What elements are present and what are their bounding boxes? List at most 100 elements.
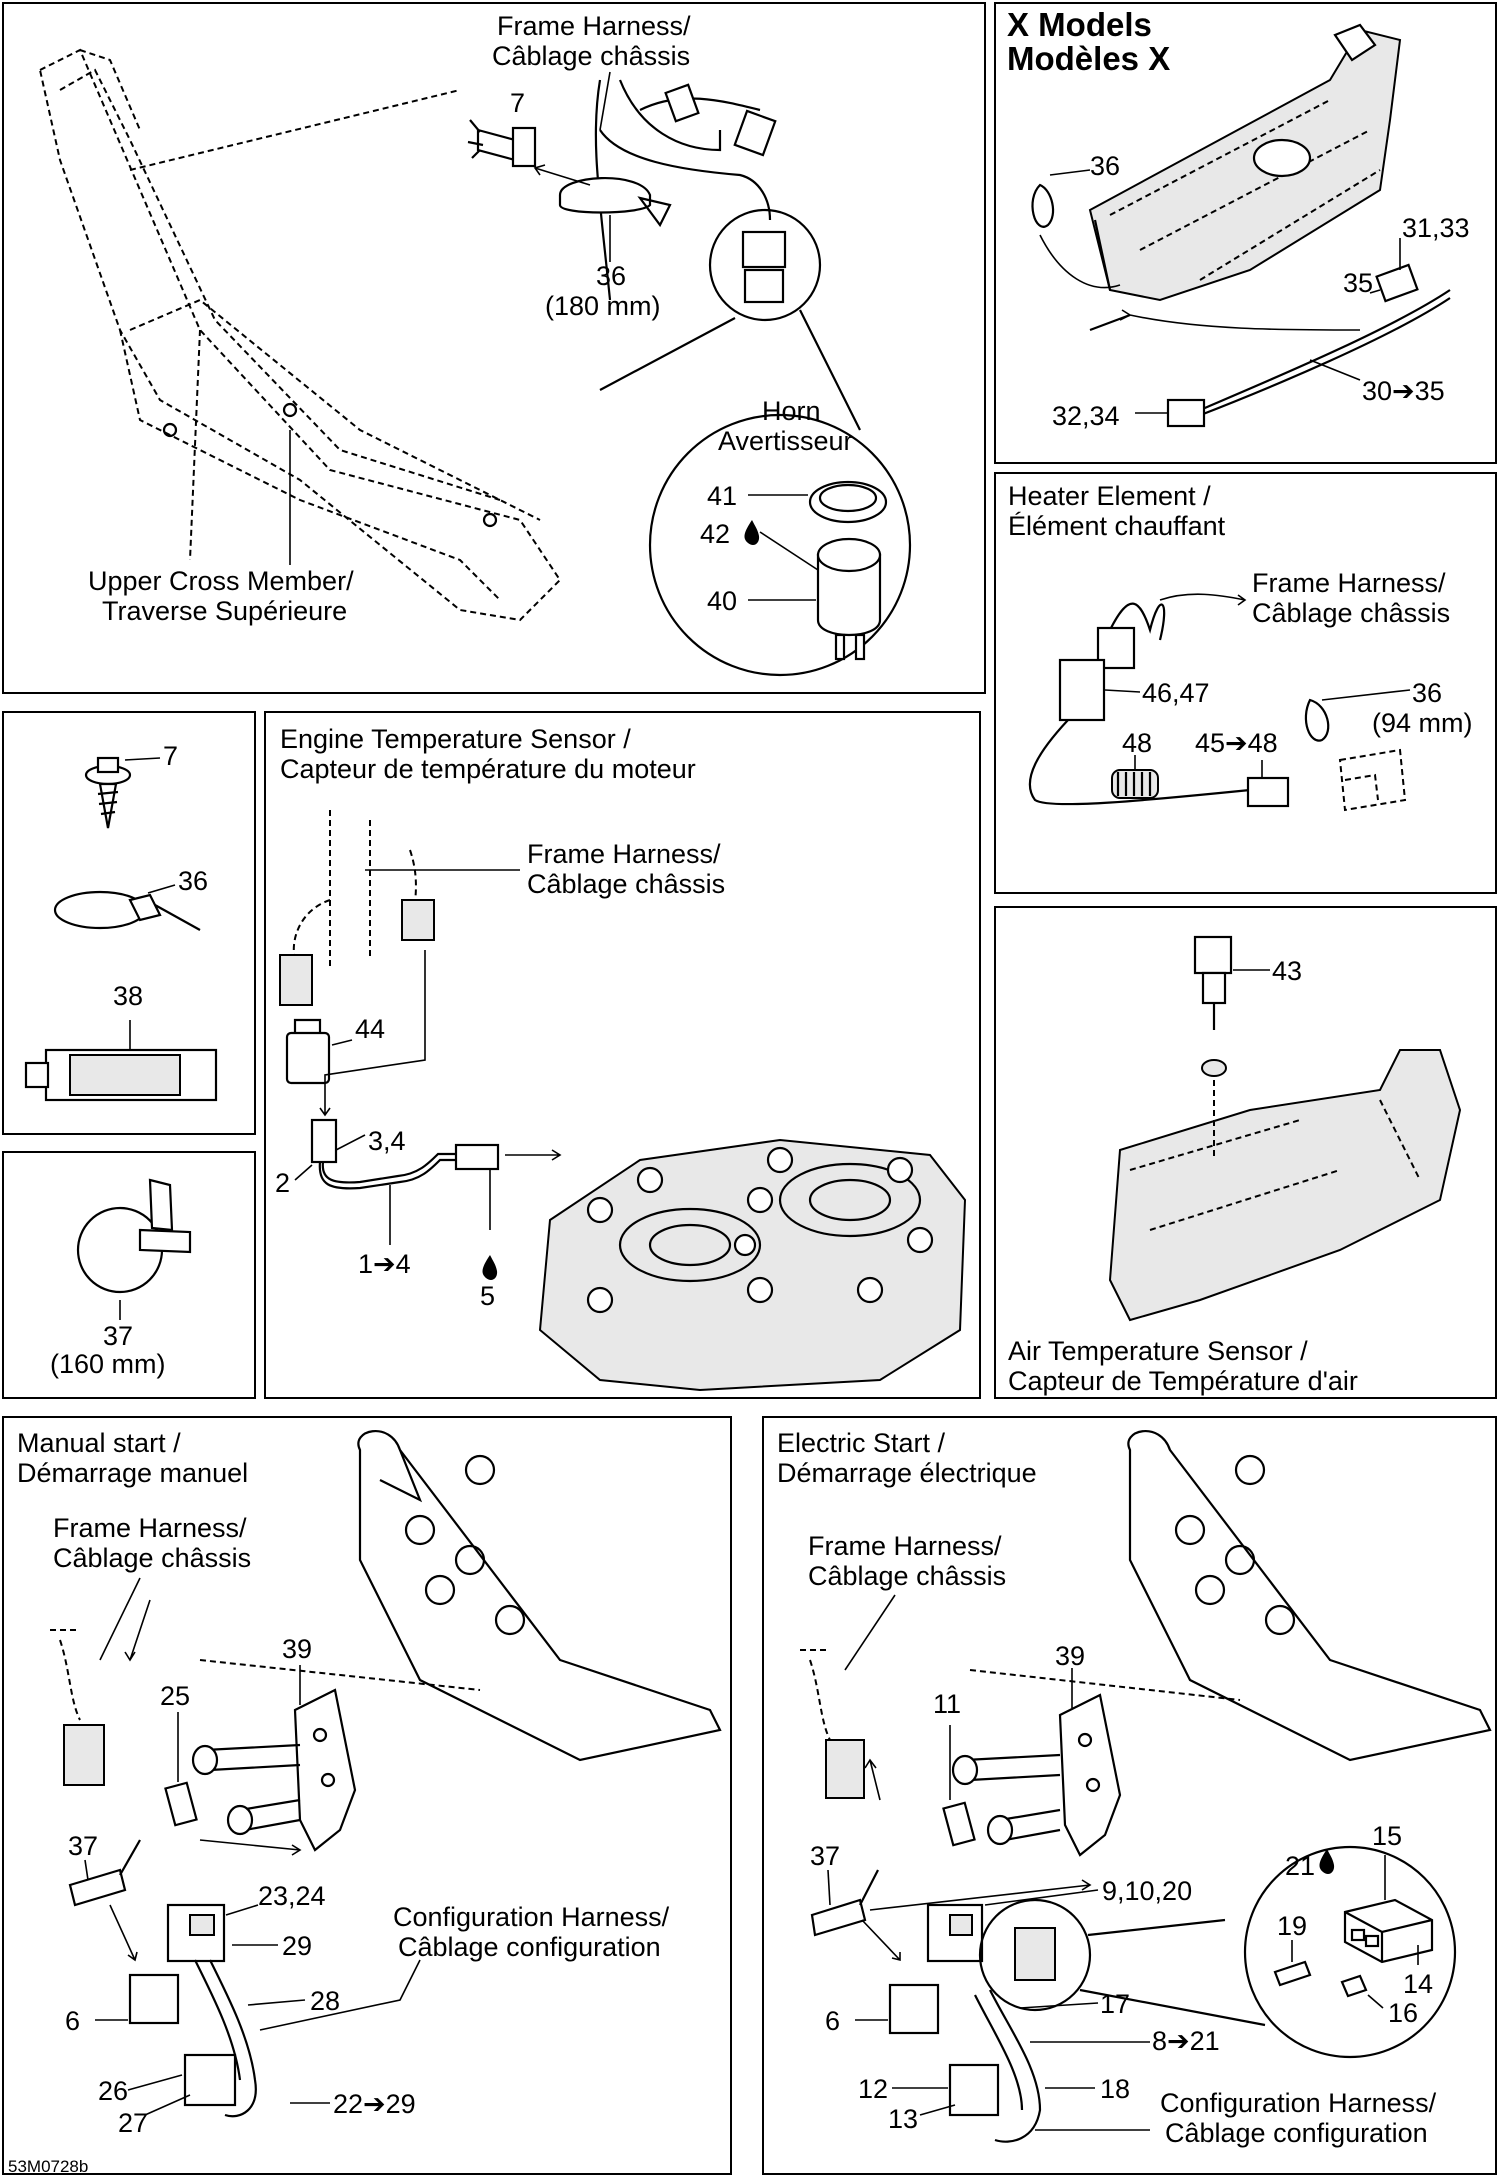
label-electric-16: 16 [1388,1998,1418,2028]
label-manual-25: 25 [160,1681,190,1711]
panel-engine-temp-sensor [264,711,981,1399]
manual-relay-6 [128,1973,180,2025]
cable-tie-37-manual [68,1839,141,1907]
cylinder-head-illustration [538,1138,967,1392]
label-manual-22-29: 22➔29 [333,2089,416,2119]
electric-frame-harness-wire [800,1649,831,1741]
label-part-36-top-size: (180 mm) [545,291,661,321]
panel-upper-cross-member [2,2,986,694]
mounting-plate-39 [293,1688,357,1852]
cable-tie-37-electric [810,1869,879,1937]
label-kit-38: 38 [113,981,143,1011]
label-upper-cross-member: Upper Cross Member/ [88,566,354,596]
label-x-part-36: 36 [1090,151,1120,181]
manual-steering-bracket [199,1430,722,1762]
label-manual-frame-harness-fr: Câblage châssis [53,1543,251,1573]
label-electric-frame-harness-fr: Câblage châssis [808,1561,1006,1591]
air-sensor-title: Air Temperature Sensor / [1008,1336,1308,1366]
label-kit-7: 7 [163,741,178,771]
manual-bolts [191,1743,301,1836]
heater-coil-48 [1111,769,1159,799]
manual-frame-harness-wire [50,1629,81,1721]
dielectric-grease-drop-icon [1319,1849,1335,1875]
electric-harness-connector [825,1739,865,1799]
air-temp-sensor-43 [1193,935,1233,1077]
heater-title-fr: Élément chauffant [1008,511,1226,541]
label-electric-9-10-20: 9,10,20 [1102,1876,1192,1906]
heater-grip-illustration [1338,748,1407,812]
label-manual-config-harness-fr: Câblage configuration [398,1932,661,1962]
cable-tie-36-kit-icon [53,890,201,931]
x-models-title-fr: Modèles X [1007,40,1170,77]
label-engine-5: 5 [480,1281,495,1311]
label-upper-cross-member-fr: Traverse Supérieure [102,596,347,626]
label-engine-2: 2 [275,1168,290,1198]
electric-relay-bracket-11 [942,1801,976,1847]
label-electric-15: 15 [1372,1821,1402,1851]
connector-44 [285,1018,331,1085]
horn-connector-magnifier [708,208,822,322]
label-electric-39: 39 [1055,1641,1085,1671]
label-heater-36: 36 [1412,678,1442,708]
manual-connector-26-27 [183,2053,237,2107]
label-x-part-30-35: 30➔35 [1362,376,1445,406]
fuse-19 [1273,1960,1312,1987]
fuse-box-detail-circle [1243,1845,1457,2059]
label-manual-37: 37 [68,1831,98,1861]
label-electric-6: 6 [825,2006,840,2036]
label-electric-21: 21 [1285,1851,1315,1881]
label-electric-8-21: 8➔21 [1152,2026,1220,2056]
label-part-7-top: 7 [510,88,525,118]
label-electric-14: 14 [1403,1969,1433,1999]
config-harness-manual-wire [209,1959,257,2118]
airbox-illustration [1108,1049,1462,1322]
label-kit-37-size: (160 mm) [50,1349,166,1379]
screw-icon [467,119,537,168]
manual-start-title-fr: Démarrage manuel [17,1458,248,1488]
manual-relay-23-24 [166,1903,226,1963]
label-part-41: 41 [707,481,737,511]
label-electric-11: 11 [933,1689,961,1719]
heater-connector [1028,602,1251,806]
label-manual-frame-harness: Frame Harness/ [53,1513,247,1543]
electric-mounting-plate-39 [1058,1693,1122,1857]
label-heater-36-size: (94 mm) [1372,708,1473,738]
label-part-36-top: 36 [596,261,626,291]
upper-cross-member-frame [38,48,562,622]
label-engine-44: 44 [355,1014,385,1044]
config-harness-electric-wire [989,1989,1042,2143]
x-models-title: X Models [1007,6,1152,43]
label-frame-harness-top: Frame Harness/ [497,11,691,41]
label-manual-config-harness: Configuration Harness/ [393,1902,670,1932]
label-horn: Horn [762,396,821,426]
label-electric-frame-harness: Frame Harness/ [808,1531,1002,1561]
label-manual-39: 39 [282,1634,312,1664]
electric-connector-magnifier [978,1898,1092,2012]
panel-x-models [994,2,1497,464]
label-manual-26: 26 [98,2076,128,2106]
horn-body-40 [816,537,882,661]
label-manual-28: 28 [310,1986,340,2016]
drawing-reference-code: 53M0728b [8,2157,88,2176]
label-x-part-32-34: 32,34 [1052,401,1120,431]
label-heater-frame-harness-fr: Câblage châssis [1252,598,1450,628]
label-manual-29: 29 [282,1931,312,1961]
heater-element-pad [1246,776,1290,808]
manual-relay-bracket-25 [164,1781,198,1827]
sensor-wire-35 [1166,263,1451,428]
engine-sensor-title-fr: Capteur de température du moteur [280,754,696,784]
label-electric-config-harness: Configuration Harness/ [1160,2088,1437,2118]
label-part-42: 42 [700,519,730,549]
label-kit-37: 37 [103,1321,133,1351]
label-engine-frame-harness-fr: Câblage châssis [527,869,725,899]
label-horn-fr: Avertisseur [718,426,853,456]
label-x-part-35: 35 [1343,268,1373,298]
label-electric-17: 17 [1100,1989,1130,2019]
panel-parts-kit-top [2,711,256,1135]
fuel-tank-illustration [1088,23,1402,302]
label-engine-3-4: 3,4 [368,1126,406,1156]
cable-tie-36-heater [1304,698,1330,742]
electric-connector-12-13 [948,2063,1000,2117]
horn-detail-circle [648,413,912,677]
